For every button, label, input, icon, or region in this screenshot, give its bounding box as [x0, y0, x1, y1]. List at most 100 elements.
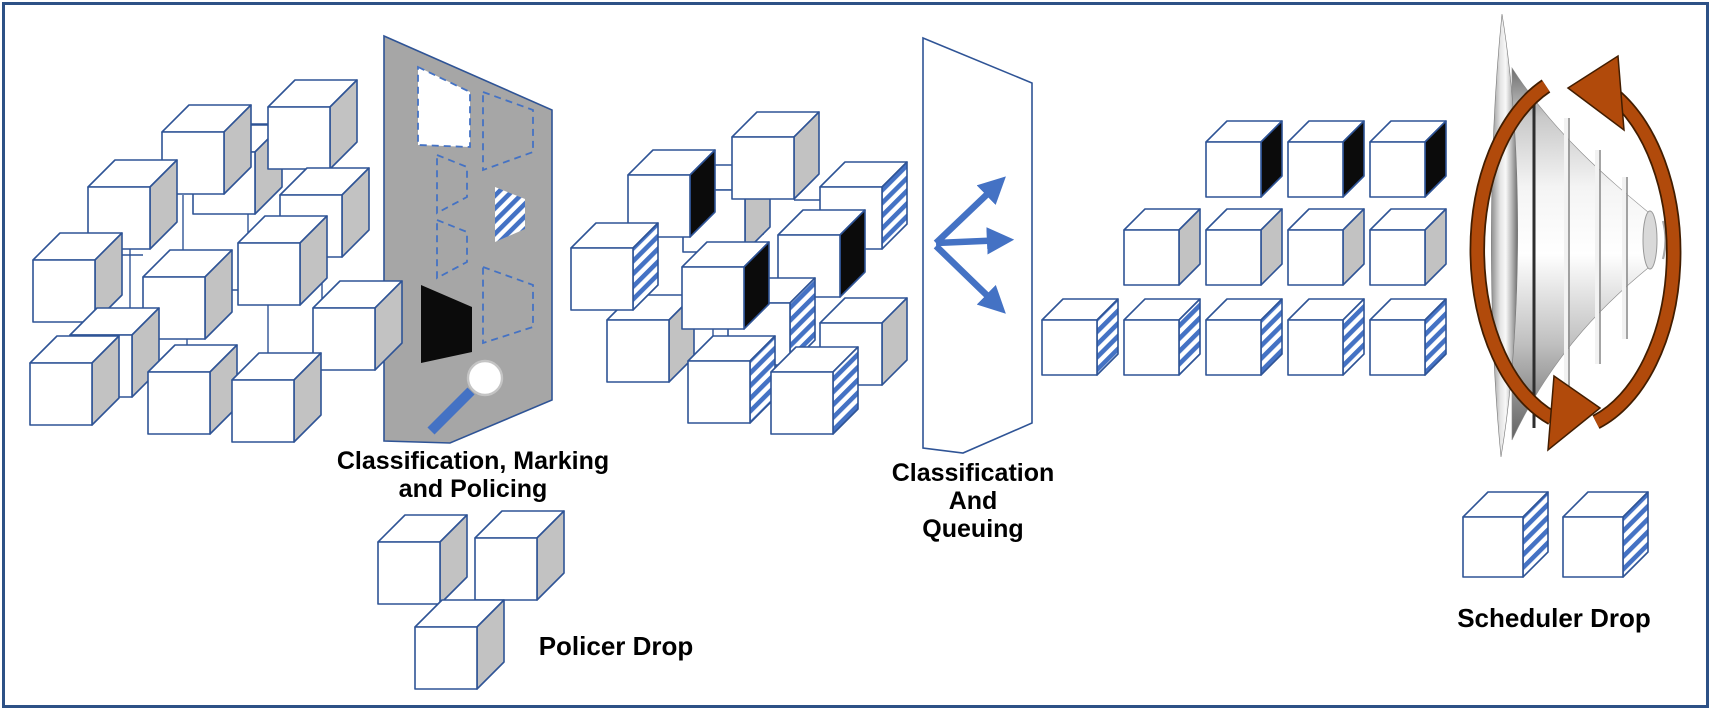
cube-front-face: [1287, 229, 1344, 286]
scheduler-rotation-arrows: [1469, 54, 1682, 452]
cube-front-face: [231, 379, 295, 443]
cube-front-face: [1205, 141, 1262, 198]
packet-cube-plain: [231, 352, 322, 443]
cube-front-face: [1205, 319, 1262, 376]
packet-cube-black: [1287, 120, 1365, 198]
cube-front-face: [414, 626, 478, 690]
label-scheduler-drop: Scheduler Drop: [1457, 603, 1651, 634]
packet-cube-hatch: [1041, 298, 1119, 376]
queue-row-plain: [1123, 208, 1447, 286]
cube-front-face: [687, 360, 751, 424]
policer-dropped-packets: [377, 510, 565, 690]
packet-cube-plain: [267, 79, 358, 170]
packet-cube-plain: [1287, 208, 1365, 286]
packet-cube-plain: [1369, 208, 1447, 286]
cube-front-face: [731, 136, 795, 200]
packet-cube-plain: [1123, 208, 1201, 286]
queuing-pane: [922, 36, 1033, 454]
scheduler-dropped-packets: [1462, 491, 1649, 578]
cube-front-face: [377, 541, 441, 605]
queue-row-hatch: [1041, 298, 1447, 376]
marked-packets-cluster: [570, 111, 908, 435]
cube-front-face: [1041, 319, 1098, 376]
queue-fanout-arrow: [933, 176, 1006, 246]
queue-row-black: [1205, 120, 1447, 198]
label-line: Scheduler Drop: [1457, 603, 1651, 633]
packet-cube-hatch: [1369, 298, 1447, 376]
packet-cube-plain: [474, 510, 565, 601]
label-line: Classification, Marking: [336, 447, 610, 475]
rotation-arrowhead-top: [1566, 54, 1625, 132]
cube-front-face: [606, 319, 670, 383]
cube-front-face: [474, 537, 538, 601]
rotation-arrowhead-bottom: [1547, 374, 1602, 452]
label-line: Classification: [891, 459, 1055, 487]
wall-cutout-outline: [482, 265, 534, 345]
cube-front-face: [770, 371, 834, 435]
packet-cube-plain: [29, 335, 120, 426]
cube-front-face: [570, 247, 634, 311]
cube-front-face: [29, 362, 93, 426]
packet-cube-black: [681, 241, 770, 330]
label-line: Policer Drop: [538, 631, 694, 661]
label-classification-marking-policing: Classification, Marking and Policing: [337, 447, 609, 503]
packet-queues: [1041, 120, 1447, 376]
wall-cutout-outline: [436, 153, 468, 215]
packet-cube-hatch: [687, 335, 776, 424]
packet-cube-hatch: [1462, 491, 1549, 578]
cube-front-face: [1369, 319, 1426, 376]
cube-front-face: [1369, 229, 1426, 286]
cube-front-face: [1369, 141, 1426, 198]
cube-front-face: [1287, 319, 1344, 376]
packet-cube-plain: [147, 344, 238, 435]
packet-cube-plain: [142, 249, 233, 340]
cube-front-face: [1562, 516, 1624, 578]
packet-cube-hatch: [1562, 491, 1649, 578]
label-line: and Policing: [398, 475, 548, 503]
packet-cube-hatch: [570, 222, 659, 311]
wall-cutout-white: [417, 65, 471, 148]
label-classification-and-queuing: Classification And Queuing: [892, 459, 1055, 543]
funnel-mouth: [1642, 210, 1658, 270]
packet-cube-hatch: [1287, 298, 1365, 376]
cube-front-face: [1123, 229, 1180, 286]
packet-cube-black: [1369, 120, 1447, 198]
unclassified-packets-cluster: [29, 79, 403, 443]
packet-cube-black: [627, 149, 716, 238]
queue-fanout-arrow: [933, 243, 1006, 314]
packet-cube-plain: [1205, 208, 1283, 286]
classification-wall: [383, 34, 553, 444]
packet-cube-plain: [731, 111, 820, 200]
packet-cube-hatch: [1123, 298, 1201, 376]
queue-fanout-arrow: [935, 227, 1015, 255]
packet-cube-plain: [32, 232, 123, 323]
label-policer-drop: Policer Drop: [539, 631, 694, 662]
packet-cube-black: [1205, 120, 1283, 198]
cube-front-face: [1287, 141, 1344, 198]
packet-cube-plain: [414, 599, 505, 690]
packet-cube-plain: [312, 280, 403, 371]
queuing-pane-panel: [922, 36, 1033, 454]
wall-cutout-hatch: [495, 187, 525, 242]
label-line: And: [948, 487, 998, 515]
cube-front-face: [1462, 516, 1524, 578]
magnifier-icon: [466, 359, 504, 397]
cube-front-face: [237, 242, 301, 306]
wall-cutout-black: [421, 285, 472, 363]
cube-front-face: [681, 266, 745, 330]
packet-cube-hatch: [1205, 298, 1283, 376]
wall-cutout-outline: [482, 90, 534, 172]
cube-front-face: [32, 259, 96, 323]
packet-cube-plain: [237, 215, 328, 306]
cube-front-face: [1205, 229, 1262, 286]
packet-cube-plain: [377, 514, 468, 605]
cube-front-face: [1123, 319, 1180, 376]
cube-front-face: [147, 371, 211, 435]
magnifier-handle: [427, 387, 475, 435]
packet-cube-hatch: [770, 346, 859, 435]
cube-front-face: [312, 307, 376, 371]
label-line: Queuing: [922, 515, 1024, 543]
cube-front-face: [267, 106, 331, 170]
